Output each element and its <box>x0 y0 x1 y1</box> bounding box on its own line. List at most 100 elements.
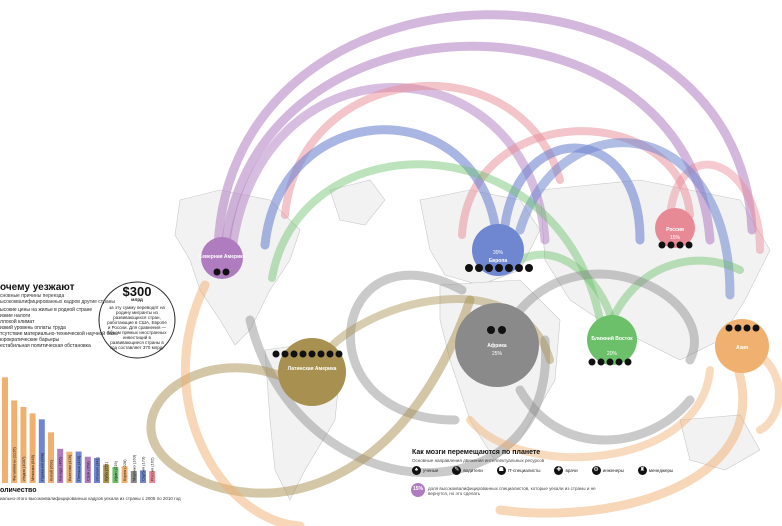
glyph-rows <box>213 241 760 366</box>
reason-item: юрократические барьеры <box>0 337 60 343</box>
bar-2 <box>11 400 18 483</box>
arc-pink-3 <box>666 160 764 254</box>
legend-item: ♠ученые <box>412 466 438 475</box>
arc-green-3 <box>608 256 744 324</box>
legend-item: ♜менеджеры <box>637 466 674 475</box>
arc-blue-3 <box>515 138 735 300</box>
region-latin-america[interactable]: Латинская Америка <box>278 338 346 406</box>
bar-label-8: Вьетнам (426) <box>67 454 72 481</box>
region-label-latin-america: Латинская Америка <box>288 366 337 372</box>
arc-gray-2 <box>245 315 551 477</box>
legend-item: ✎водители <box>452 466 483 475</box>
driver-icon: ✎ <box>452 466 462 475</box>
legend-pct: 15% <box>412 486 423 492</box>
bar-label-3: Индия (1037) <box>21 456 26 481</box>
bar-4 <box>29 413 36 483</box>
arc-pink-2 <box>458 127 694 239</box>
bar-label-15: Марокко (163) <box>131 454 136 481</box>
it-icon: ☗ <box>496 466 506 475</box>
why-subtitle: сновные причины переезда ысококвалифицир… <box>0 293 115 305</box>
bar-label-16: Сербия (173) <box>141 456 146 481</box>
cost-callout <box>98 281 176 359</box>
region-label-middle-east: Ближний Восток <box>591 335 633 342</box>
bar-11 <box>94 457 100 483</box>
arc-blue-2 <box>500 143 645 245</box>
bar-5 <box>38 419 45 483</box>
reason-item: ысокие цены на жилье в родной стране <box>0 307 93 313</box>
bar-8 <box>66 451 73 483</box>
glyphs-middle-east <box>588 358 632 366</box>
legend-item: ⚙инженеры <box>591 466 624 475</box>
reason-item: изкий уровень оплаты труда <box>0 325 66 331</box>
arc-purple-2 <box>220 41 715 255</box>
flow-arcs <box>146 10 782 526</box>
bottom-title: оличество <box>0 487 37 494</box>
cost-note: за эту сумму переводят на родину мигрант… <box>107 305 167 350</box>
region-pct-africa: 25% <box>492 351 503 357</box>
arc-gray-3 <box>515 269 699 365</box>
bar-1 <box>2 377 8 483</box>
scientist-icon: ♠ <box>412 466 421 475</box>
legend-item: ☗IT-специалисты <box>496 466 541 475</box>
bar-label-9: Польша (429) <box>76 455 81 481</box>
legend-item: ✚врачи <box>554 466 578 475</box>
region-africa[interactable]: Африка 25% <box>455 303 539 387</box>
reason-item: ллохой климат <box>0 319 35 325</box>
region-label-russia: Россия <box>666 227 684 233</box>
bar-label-13: Иран (219) <box>113 460 118 481</box>
bar-12 <box>103 464 110 483</box>
arc-gold-1 <box>146 295 475 498</box>
reason-item: естабильная политическая обстановка <box>0 343 91 349</box>
region-middle-east[interactable]: Ближний Восток 20% <box>587 315 637 365</box>
bar-label-11: Италия (341) <box>95 456 100 481</box>
engineer-icon: ⚙ <box>591 466 601 475</box>
arc-gray-4 <box>515 385 695 445</box>
glyphs-latin-america <box>272 350 343 358</box>
arc-orange-4 <box>756 351 782 434</box>
legend-item-label: водители <box>463 468 483 473</box>
doctor-icon: ✚ <box>554 466 564 475</box>
legend-item-label: менеджеры <box>648 468 674 473</box>
region-label-africa: Африка <box>487 342 507 349</box>
glyphs-north-america <box>213 268 230 276</box>
arc-orange-1 <box>180 280 305 526</box>
region-asia[interactable]: Азия <box>715 319 769 373</box>
bottom-subtitle: иально-этого высококвалифицированных кад… <box>0 496 181 501</box>
cost-value: $300 <box>122 284 152 299</box>
why-title: очему уезжают <box>0 282 75 293</box>
region-pct-europe: 30% <box>493 250 504 256</box>
bar-label-12: Куба (251) <box>104 461 109 481</box>
region-label-europe: Европа <box>489 258 508 264</box>
bar-label-4: Мексика (949) <box>30 454 35 481</box>
region-russia[interactable]: Россия 15% <box>655 208 695 248</box>
reason-item: изкие налоги <box>0 313 31 319</box>
legend-item-label: инженеры <box>602 468 624 473</box>
bar-label-17: Россия (162) <box>150 457 155 481</box>
legend-item-label: IT-специалисты <box>507 468 541 473</box>
legend-note: доля высококвалифицированных специалисто… <box>428 486 596 496</box>
region-pct-middle-east: 20% <box>607 351 618 357</box>
bar-label-6: Китай (691) <box>49 459 54 481</box>
arc-purple-1 <box>213 10 757 253</box>
arc-green-1 <box>268 160 604 324</box>
bar-label-10: США (358) <box>85 461 90 481</box>
bar-17 <box>149 471 156 483</box>
legend-title: Как мозги перемещаются по планете <box>412 449 541 456</box>
bar-14 <box>121 466 128 483</box>
region-europe[interactable]: Европа 30% <box>472 224 524 276</box>
arc-orange-3 <box>466 366 714 462</box>
glyphs-asia <box>725 324 760 332</box>
glyphs-africa <box>487 326 506 334</box>
arc-green-2 <box>516 250 616 324</box>
glyphs-russia <box>658 241 693 249</box>
region-pct-russia: 15% <box>670 235 681 241</box>
bar-16 <box>140 470 146 483</box>
bar-10 <box>84 456 91 483</box>
arc-orange-2 <box>495 355 747 518</box>
legend-items: ♠ученые ✎водители ☗IT-специалисты ✚врачи… <box>412 466 673 475</box>
region-north-america[interactable]: Северная Америка <box>199 237 246 279</box>
bar-13 <box>112 466 119 483</box>
bar-7 <box>57 448 64 483</box>
glyphs-europe <box>465 264 533 272</box>
